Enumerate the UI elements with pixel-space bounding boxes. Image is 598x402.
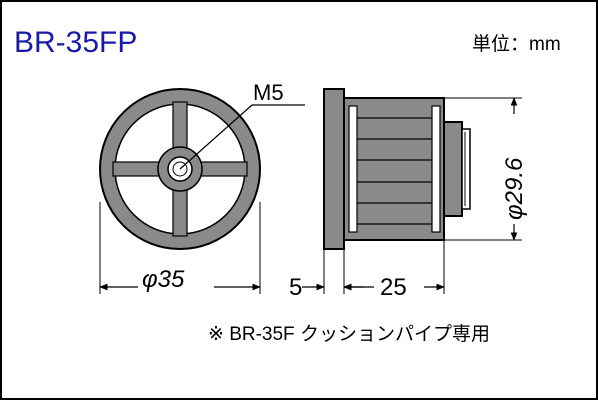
side-view: φ29.6 5 25 — [289, 88, 529, 301]
nose — [443, 121, 463, 217]
body — [343, 97, 445, 241]
m5-leader — [179, 104, 253, 170]
front-view: M5 φ35 — [99, 80, 305, 294]
thread-label: M5 — [253, 80, 284, 105]
page-title: BR-35FP — [14, 26, 137, 59]
body-label-bg — [374, 268, 424, 296]
height-label-bg — [499, 114, 529, 224]
unit-label: 単位：mm — [472, 33, 561, 55]
diameter-label-bg — [138, 264, 214, 294]
usage-note: ※ BR-35F クッションパイプ専用 — [208, 323, 490, 345]
nose-tip — [461, 128, 471, 210]
body-left-cap — [348, 105, 358, 233]
height-label: φ29.6 — [501, 157, 528, 220]
body-right-cap — [431, 105, 441, 233]
flange — [323, 88, 345, 250]
flange-label: 5 — [289, 274, 302, 301]
body-label: 25 — [380, 274, 407, 301]
thread-circle — [172, 161, 188, 177]
diameter-label: φ35 — [142, 266, 185, 293]
